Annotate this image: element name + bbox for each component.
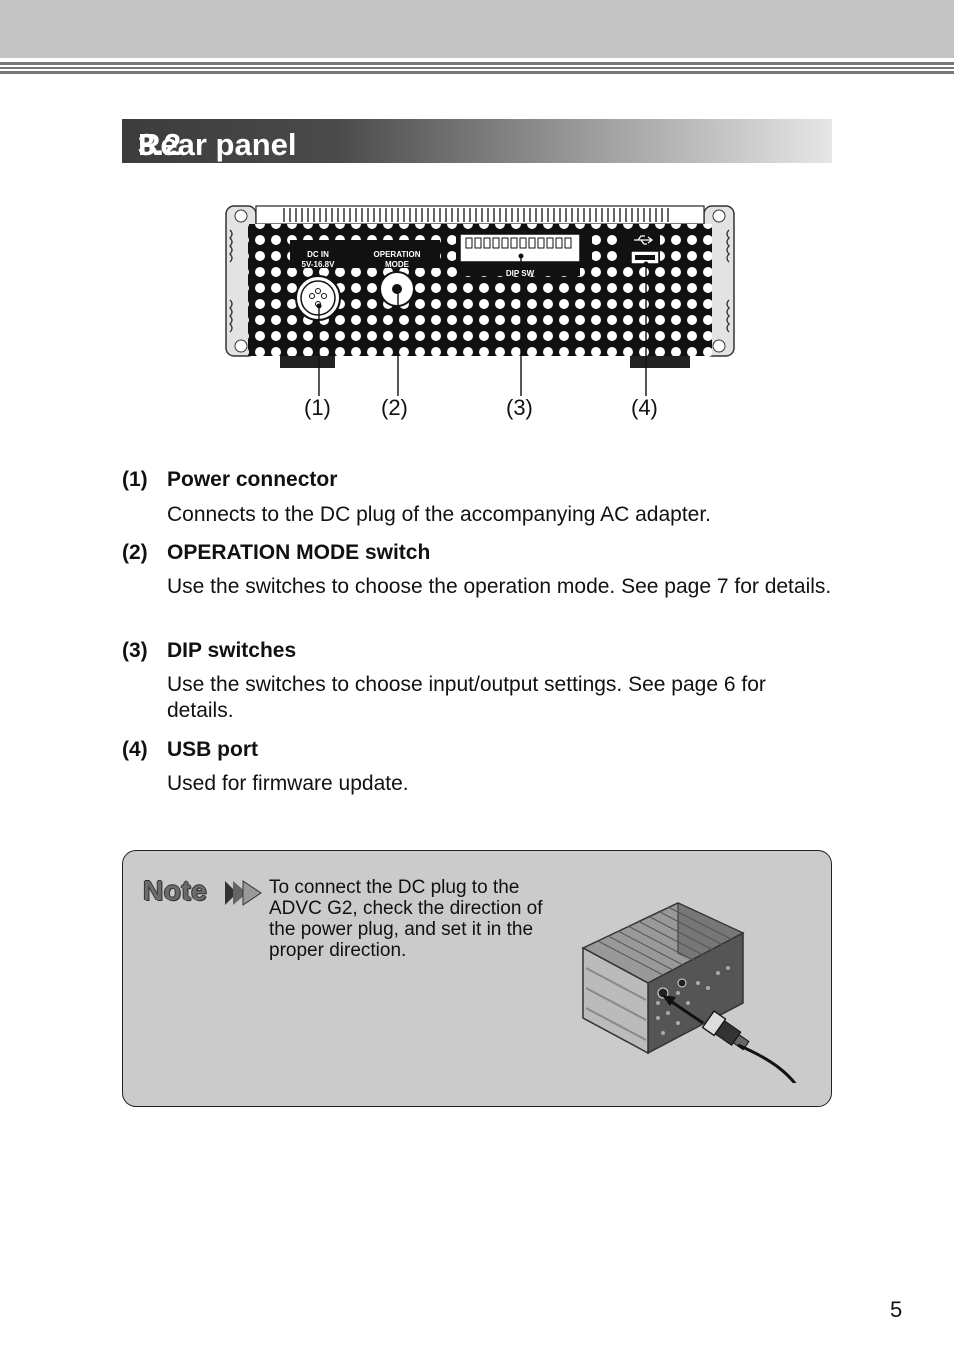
callout-2: (2) xyxy=(381,395,408,420)
header-band xyxy=(0,0,954,58)
page-number: 5 xyxy=(890,1297,903,1322)
callout-3: (3) xyxy=(506,395,533,420)
note-text: To connect the DC plug to the ADVC G2, c… xyxy=(269,877,543,961)
section-heading: 3.2 Rear panel xyxy=(122,119,832,163)
operation-mode-label-2: MODE xyxy=(385,260,410,269)
header-rule xyxy=(0,67,954,69)
item-number: (4) xyxy=(122,738,148,761)
section-title: Rear panel xyxy=(138,127,297,162)
dip-switch-label: DIP SW xyxy=(506,269,535,278)
note-label: Note xyxy=(143,875,208,906)
item-description: Connects to the DC plug of the accompany… xyxy=(167,503,712,526)
section-number: 3.2 xyxy=(138,127,182,162)
note-arrow-icon xyxy=(225,880,262,906)
item-number: (1) xyxy=(122,468,148,491)
item-title: DIP switches xyxy=(167,639,297,662)
item-title: USB port xyxy=(167,738,258,761)
device-plug-illustration xyxy=(581,902,797,1083)
operation-mode-label: OPERATION xyxy=(374,250,421,259)
note-box: Note To connect the DC plug to the ADVC … xyxy=(122,850,832,1107)
item-number: (3) xyxy=(122,639,148,662)
item-description: Used for firmware update. xyxy=(167,772,409,795)
dc-in-label: DC IN xyxy=(307,250,329,259)
item-number: (2) xyxy=(122,541,148,564)
callout-1: (1) xyxy=(304,395,331,420)
item-title: OPERATION MODE switch xyxy=(167,541,431,564)
item-description: Use the switches to choose the operation… xyxy=(167,575,832,598)
item-title: Power connector xyxy=(167,468,338,491)
item-description: Use the switches to choose input/output … xyxy=(167,673,766,722)
header-rule xyxy=(0,71,954,74)
dc-in-voltage-label: 5V-16.8V xyxy=(302,260,336,269)
rear-panel-illustration: DC IN 5V-16.8V OPERATION MODE DIP SW xyxy=(225,205,735,396)
header-rule xyxy=(0,62,954,65)
callout-4: (4) xyxy=(631,395,658,420)
